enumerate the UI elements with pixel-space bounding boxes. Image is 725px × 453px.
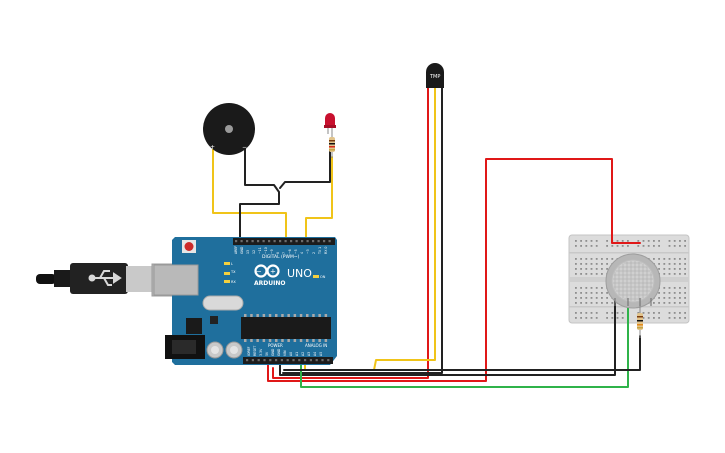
- bottom-pin-label: GND: [271, 348, 275, 356]
- power-label: POWER: [268, 343, 283, 348]
- arduino-uno-board[interactable]: − + ARDUINO UNO DIGITAL (PWM~) POWER ANA…: [153, 237, 337, 365]
- arduino-logo-icon: [254, 264, 280, 278]
- bottom-pin-label: 5V: [265, 351, 269, 356]
- digital-pin-label: 13: [246, 250, 250, 254]
- digital-pin-label: ~10: [264, 247, 268, 254]
- red-led[interactable]: [324, 113, 336, 134]
- wire-black-tmp: [282, 87, 443, 374]
- bottom-pin-label: VIN: [283, 350, 287, 356]
- digital-pin-label: ~3: [306, 249, 310, 254]
- board-model: UNO: [287, 267, 312, 280]
- digital-pin-label: 4: [300, 252, 304, 254]
- bottom-pin-label: A1: [295, 352, 299, 356]
- bottom-pin-label: A4: [313, 352, 317, 356]
- arduino-logo-text: ARDUINO: [254, 280, 285, 287]
- bottom-pin-label: 3.3V: [259, 348, 263, 356]
- bottom-pin-label: A2: [301, 352, 305, 356]
- digital-pin-label: 2: [312, 252, 316, 254]
- microcontroller-chip: [241, 317, 331, 339]
- gas-sensor[interactable]: [605, 253, 661, 309]
- digital-pin-label: ~11: [258, 247, 262, 254]
- tmp-label: TMP: [429, 74, 440, 80]
- wires: [212, 87, 641, 388]
- buzzer-minus-label: −: [242, 144, 247, 151]
- bottom-pin-label: A3: [307, 352, 311, 356]
- temperature-sensor[interactable]: TMP: [426, 63, 444, 88]
- wire-green-gas: [300, 297, 629, 388]
- digital-pin-label: ~5: [294, 249, 298, 254]
- svg-text:+: +: [270, 268, 276, 276]
- bottom-pin-label: A5: [319, 352, 323, 356]
- wire-yellow-led: [305, 156, 333, 239]
- digital-pin-label: 7: [282, 252, 286, 254]
- bottom-pin-label: RESET: [253, 346, 257, 356]
- digital-pin-label: TX 1: [318, 247, 322, 255]
- svg-text:−: −: [256, 268, 262, 276]
- digital-pin-label: ~6: [288, 249, 292, 254]
- wire-red-gas: [267, 158, 641, 382]
- on-label: ON: [320, 275, 326, 279]
- l-label: L: [231, 262, 233, 266]
- led-resistor[interactable]: [329, 134, 335, 158]
- wire-black-resistor: [283, 335, 641, 371]
- buzzer-plus-label: +: [210, 144, 215, 151]
- wire-black-buzzer: [239, 147, 280, 239]
- bottom-pin-label: GND: [277, 348, 281, 356]
- bottom-pin-label: IOREF: [247, 346, 251, 356]
- bottom-pin-label: A0: [289, 352, 293, 356]
- digital-pin-label: GND: [240, 246, 244, 254]
- reset-button[interactable]: [184, 242, 194, 251]
- wire-black-gas: [279, 297, 616, 376]
- wire-black-led: [279, 149, 331, 189]
- rx-label: RX: [231, 280, 236, 284]
- digital-label: DIGITAL (PWM~): [262, 254, 300, 260]
- digital-pin-label: 12: [252, 250, 256, 254]
- digital-pin-label: ~9: [270, 249, 274, 254]
- wire-red-tmp: [272, 87, 429, 379]
- breadboard-resistor[interactable]: [637, 306, 643, 338]
- wire-yellow-buzzer: [212, 147, 287, 239]
- digital-pin-label: RX 0: [324, 247, 328, 254]
- breadboard-holes: [575, 240, 686, 319]
- tx-label: TX: [230, 270, 236, 274]
- piezo-buzzer[interactable]: + −: [203, 103, 255, 155]
- digital-pin-label: 8: [276, 252, 280, 254]
- digital-header: [233, 238, 335, 245]
- analog-label: ANALOG IN: [305, 343, 327, 348]
- digital-pin-label: AREF: [234, 246, 238, 254]
